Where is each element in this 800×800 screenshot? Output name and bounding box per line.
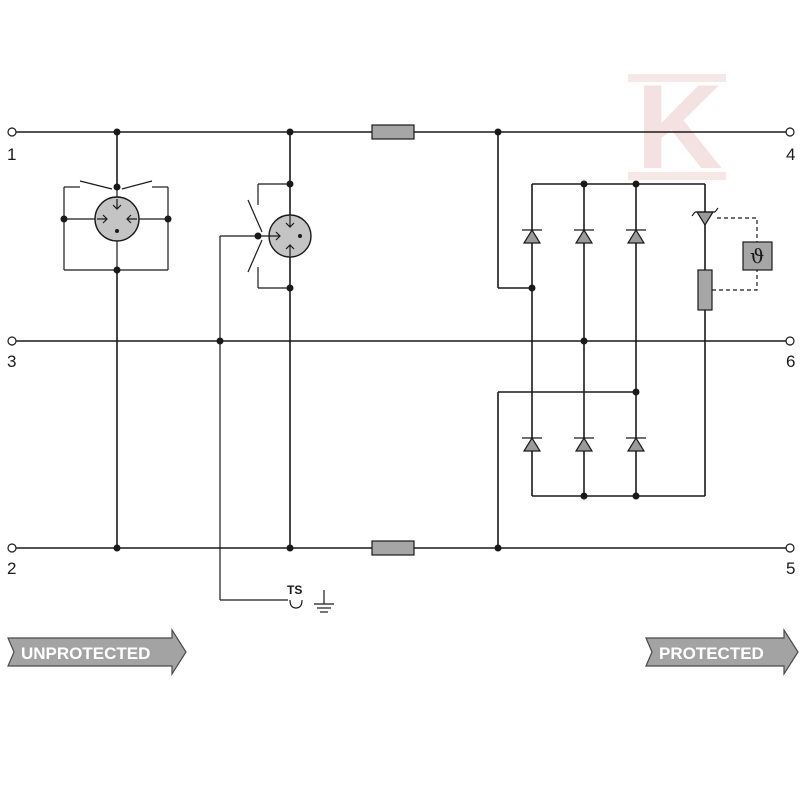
diode-lower-3 <box>626 436 646 452</box>
diode-lower-1 <box>522 436 542 452</box>
gas-discharge-tube-1 <box>60 128 172 552</box>
gas-discharge-tube-2 <box>216 128 312 601</box>
diode-upper-1 <box>522 228 542 244</box>
ts-label: TS <box>287 583 302 597</box>
watermark-letter: K <box>636 60 723 194</box>
terminal-label-4: 4 <box>786 145 795 164</box>
ptc-resistor <box>697 269 713 311</box>
protected-banner: PROTECTED <box>645 627 799 677</box>
terminal-label-1: 1 <box>7 145 16 164</box>
diode-upper-2 <box>574 228 594 244</box>
diode-network <box>494 128 758 552</box>
thermal-symbol: ϑ <box>750 244 764 268</box>
terminal-label-5: 5 <box>786 559 795 578</box>
terminal-label-6: 6 <box>786 352 795 371</box>
terminal-label-3: 3 <box>7 352 16 371</box>
thermal-element: ϑ <box>742 241 773 271</box>
terminal-4 <box>785 127 795 137</box>
terminal-1 <box>7 127 17 137</box>
terminal-label-2: 2 <box>7 559 16 578</box>
resistor-top <box>371 124 415 140</box>
ts-ground-terminal: TS <box>287 583 334 613</box>
diode-lower-2 <box>574 436 594 452</box>
unprotected-banner: UNPROTECTED <box>7 627 187 677</box>
terminal-2 <box>7 543 17 553</box>
terminal-6 <box>785 336 795 346</box>
protected-label: PROTECTED <box>659 644 764 663</box>
terminal-3 <box>7 336 17 346</box>
unprotected-label: UNPROTECTED <box>21 644 150 663</box>
terminal-5 <box>785 543 795 553</box>
diode-upper-3 <box>626 228 646 244</box>
watermark-logo: K <box>628 60 726 194</box>
tvs-diode <box>691 207 719 227</box>
resistor-bottom <box>371 540 415 556</box>
